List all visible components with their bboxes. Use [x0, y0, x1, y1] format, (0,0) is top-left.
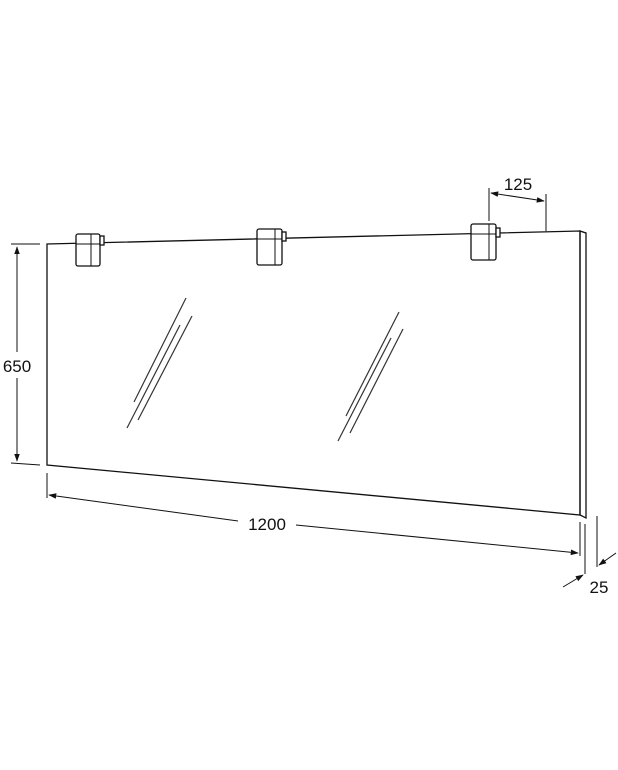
bracket-left — [75, 233, 105, 267]
dimension-depth-label: 25 — [590, 578, 609, 597]
dimension-depth: 25 — [562, 516, 617, 597]
bracket-middle — [256, 228, 287, 266]
mirror-panel — [46, 230, 587, 520]
dimension-bracket-offset-label: 125 — [504, 175, 532, 194]
dimension-width-label: 1200 — [248, 515, 286, 534]
glare-marks-right — [337, 311, 404, 442]
glare-marks-left — [126, 297, 193, 429]
bracket-right — [470, 223, 501, 261]
dimension-width: 1200 — [46, 473, 581, 556]
dimension-bracket-offset: 125 — [488, 175, 547, 231]
dimension-height: 650 — [3, 243, 41, 466]
mirror-front-face — [46, 230, 581, 516]
mirror-side-edge — [579, 230, 587, 520]
dimension-height-label: 650 — [3, 357, 31, 376]
